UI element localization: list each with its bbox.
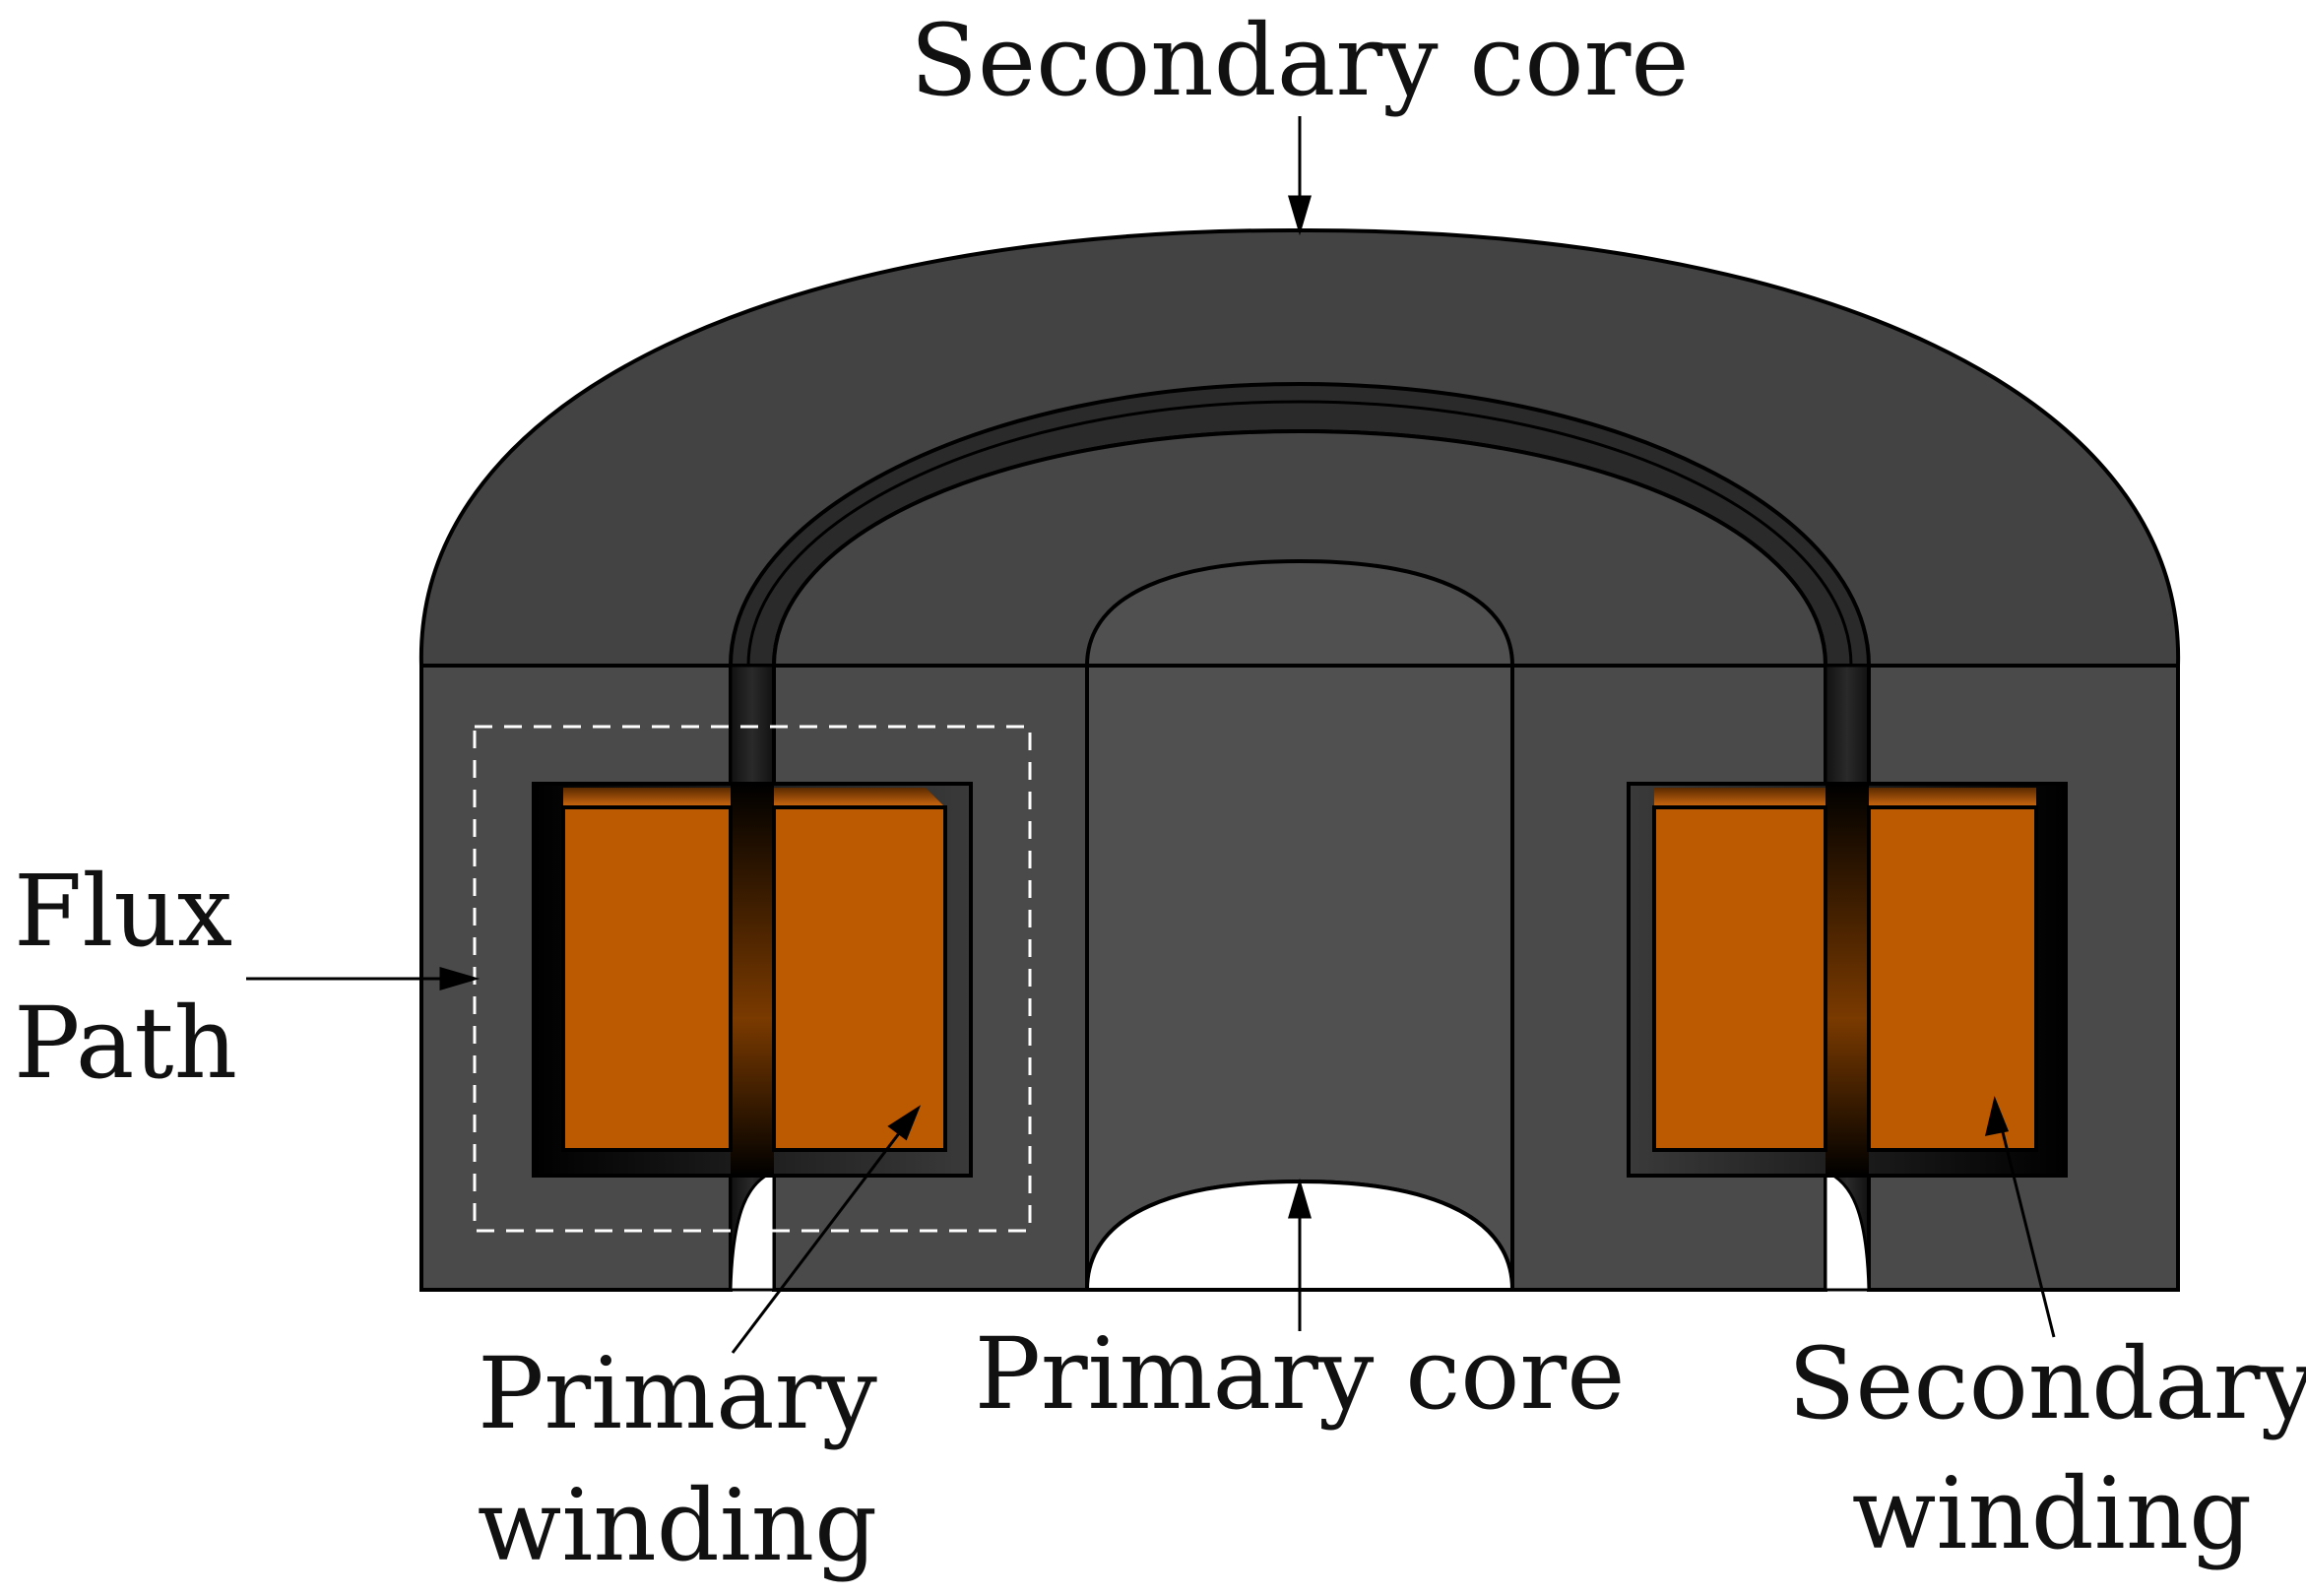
left-copper-top-b <box>774 788 945 807</box>
primary-core-arrowhead <box>1287 1178 1313 1219</box>
air-gap-inner-line <box>746 400 1853 667</box>
secondary-winding-right-b <box>1867 805 2038 1152</box>
secondary-winding-label-line2: winding <box>1852 1456 2252 1571</box>
left-copper-top-a <box>563 788 731 807</box>
secondary-core-arrowhead <box>1287 195 1313 236</box>
right-copper-top-b <box>1869 788 2036 807</box>
right-copper-top-a <box>1654 788 1826 807</box>
center-post-top <box>1084 558 1515 668</box>
annotation-arrows <box>246 116 2056 1354</box>
primary-winding-left-a <box>561 805 733 1152</box>
left-slot-gap-shadow <box>731 784 774 1176</box>
primary-winding-label-line1: Primary <box>478 1336 877 1451</box>
secondary-winding-arrowhead <box>1985 1096 2010 1136</box>
right-slot-gap-shadow <box>1826 784 1869 1176</box>
flux-path-label-line1: Flux <box>14 854 232 969</box>
secondary-winding-arrow <box>1995 1108 2056 1338</box>
secondary-core-label: Secondary core <box>910 3 1689 118</box>
primary-core-top <box>771 428 1828 668</box>
primary-winding-label-line2: winding <box>478 1468 877 1583</box>
flux-path-arrowhead <box>439 966 480 991</box>
flux-path-label-line2: Path <box>14 986 237 1101</box>
primary-winding-arrow <box>731 1116 914 1354</box>
secondary-winding-label-line1: Secondary <box>1788 1326 2306 1441</box>
primary-winding-left-b <box>772 805 947 1152</box>
secondary-winding-right-a <box>1652 805 1827 1152</box>
primary-core-label: Primary core <box>975 1316 1626 1432</box>
primary-winding-arrowhead <box>887 1105 922 1141</box>
